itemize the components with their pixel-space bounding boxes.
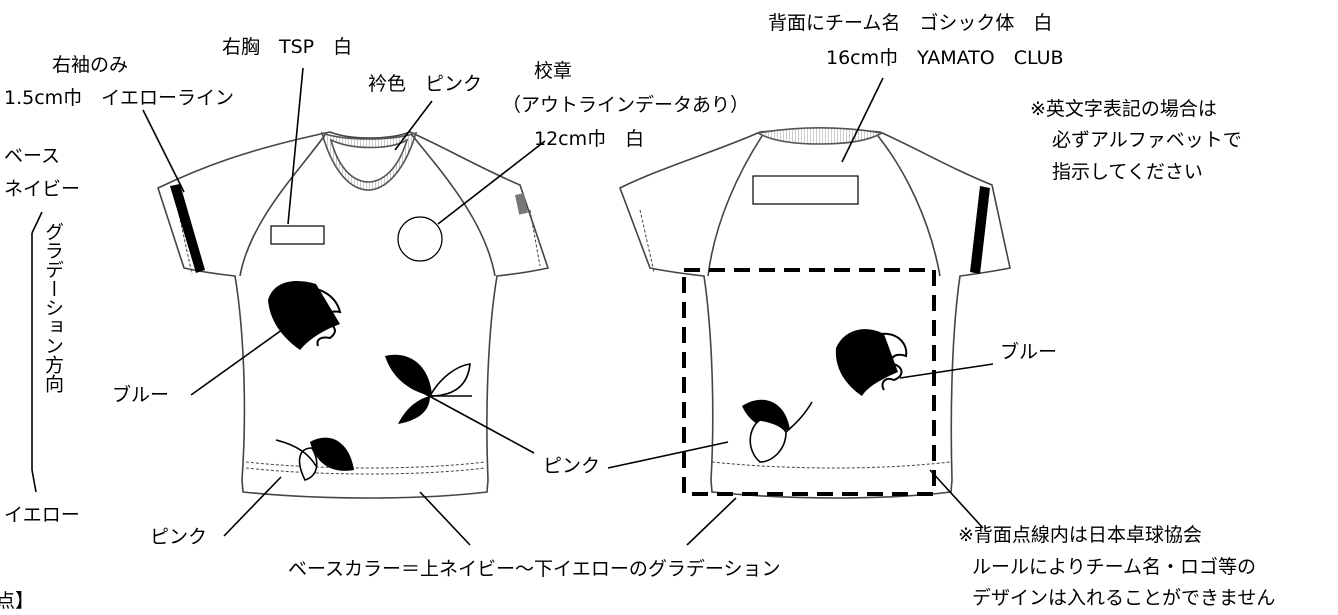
sleeve-label-1: 右袖のみ — [52, 54, 129, 76]
back-sleeve-yellow-line — [970, 186, 990, 274]
front-shirt-outline — [157, 131, 550, 499]
back-name-box — [752, 175, 859, 205]
rule-label-2: ルールによりチーム名・ロゴ等の — [972, 556, 1257, 578]
emblem-label-1: 校章 — [534, 60, 573, 82]
base-top-label-2: ネイビー — [4, 178, 81, 200]
chest-logo-box — [270, 225, 325, 245]
rule-label-1: ※背面点線内は日本卓球協会 — [958, 524, 1202, 546]
note-label-1: ※英文字表記の場合は — [1030, 98, 1217, 120]
gradient-direction-label: グラデーション方向 — [42, 222, 64, 393]
back-pink-motif — [742, 399, 813, 463]
chest-label: 右胸 TSP 白 — [222, 36, 353, 58]
corner-label: 点】 — [0, 590, 35, 612]
front-pink-motif-top — [385, 354, 472, 424]
note-label-2: 必ずアルファベットで — [1052, 129, 1242, 151]
emblem-label-2: （アウトラインデータあり） — [502, 94, 750, 116]
collar-label: 衿色 ピンク — [368, 73, 483, 95]
front-raglan-seam — [239, 134, 326, 277]
emblem-circle — [397, 216, 443, 262]
back-restricted-zone — [682, 268, 936, 496]
front-pink-label: ピンク — [150, 526, 208, 548]
base-top-label-1: ベース — [4, 145, 61, 167]
back-blue-label: ブルー — [1000, 341, 1058, 363]
front-sleeve-yellow-line — [170, 184, 205, 273]
front-blue-label: ブルー — [112, 384, 170, 406]
back-blue-motif — [835, 329, 908, 396]
front-shirt — [157, 131, 550, 499]
front-pink-motif-bottom — [275, 437, 354, 481]
sleeve-label-2: 1.5cm巾 イエローライン — [4, 87, 234, 109]
back-name-label-2: 16cm巾 YAMATO CLUB — [826, 47, 1064, 69]
back-shirt — [618, 126, 1011, 499]
back-name-label-1: 背面にチーム名 ゴシック体 白 — [768, 12, 1053, 34]
base-color-label: ベースカラー＝上ネイビー～下イエローのグラデーション — [288, 558, 781, 580]
front-blue-motif — [268, 281, 342, 350]
front-sleeve-tag — [515, 193, 528, 215]
leader-lines — [31, 67, 994, 546]
base-bottom-label: イエロー — [4, 504, 80, 526]
emblem-label-3: 12cm巾 白 — [534, 128, 645, 150]
back-collar — [755, 126, 885, 145]
note-label-3: 指示してください — [1052, 161, 1203, 183]
center-pink-label: ピンク — [543, 455, 601, 477]
rule-label-3: デザインは入れることができません — [972, 587, 1276, 609]
